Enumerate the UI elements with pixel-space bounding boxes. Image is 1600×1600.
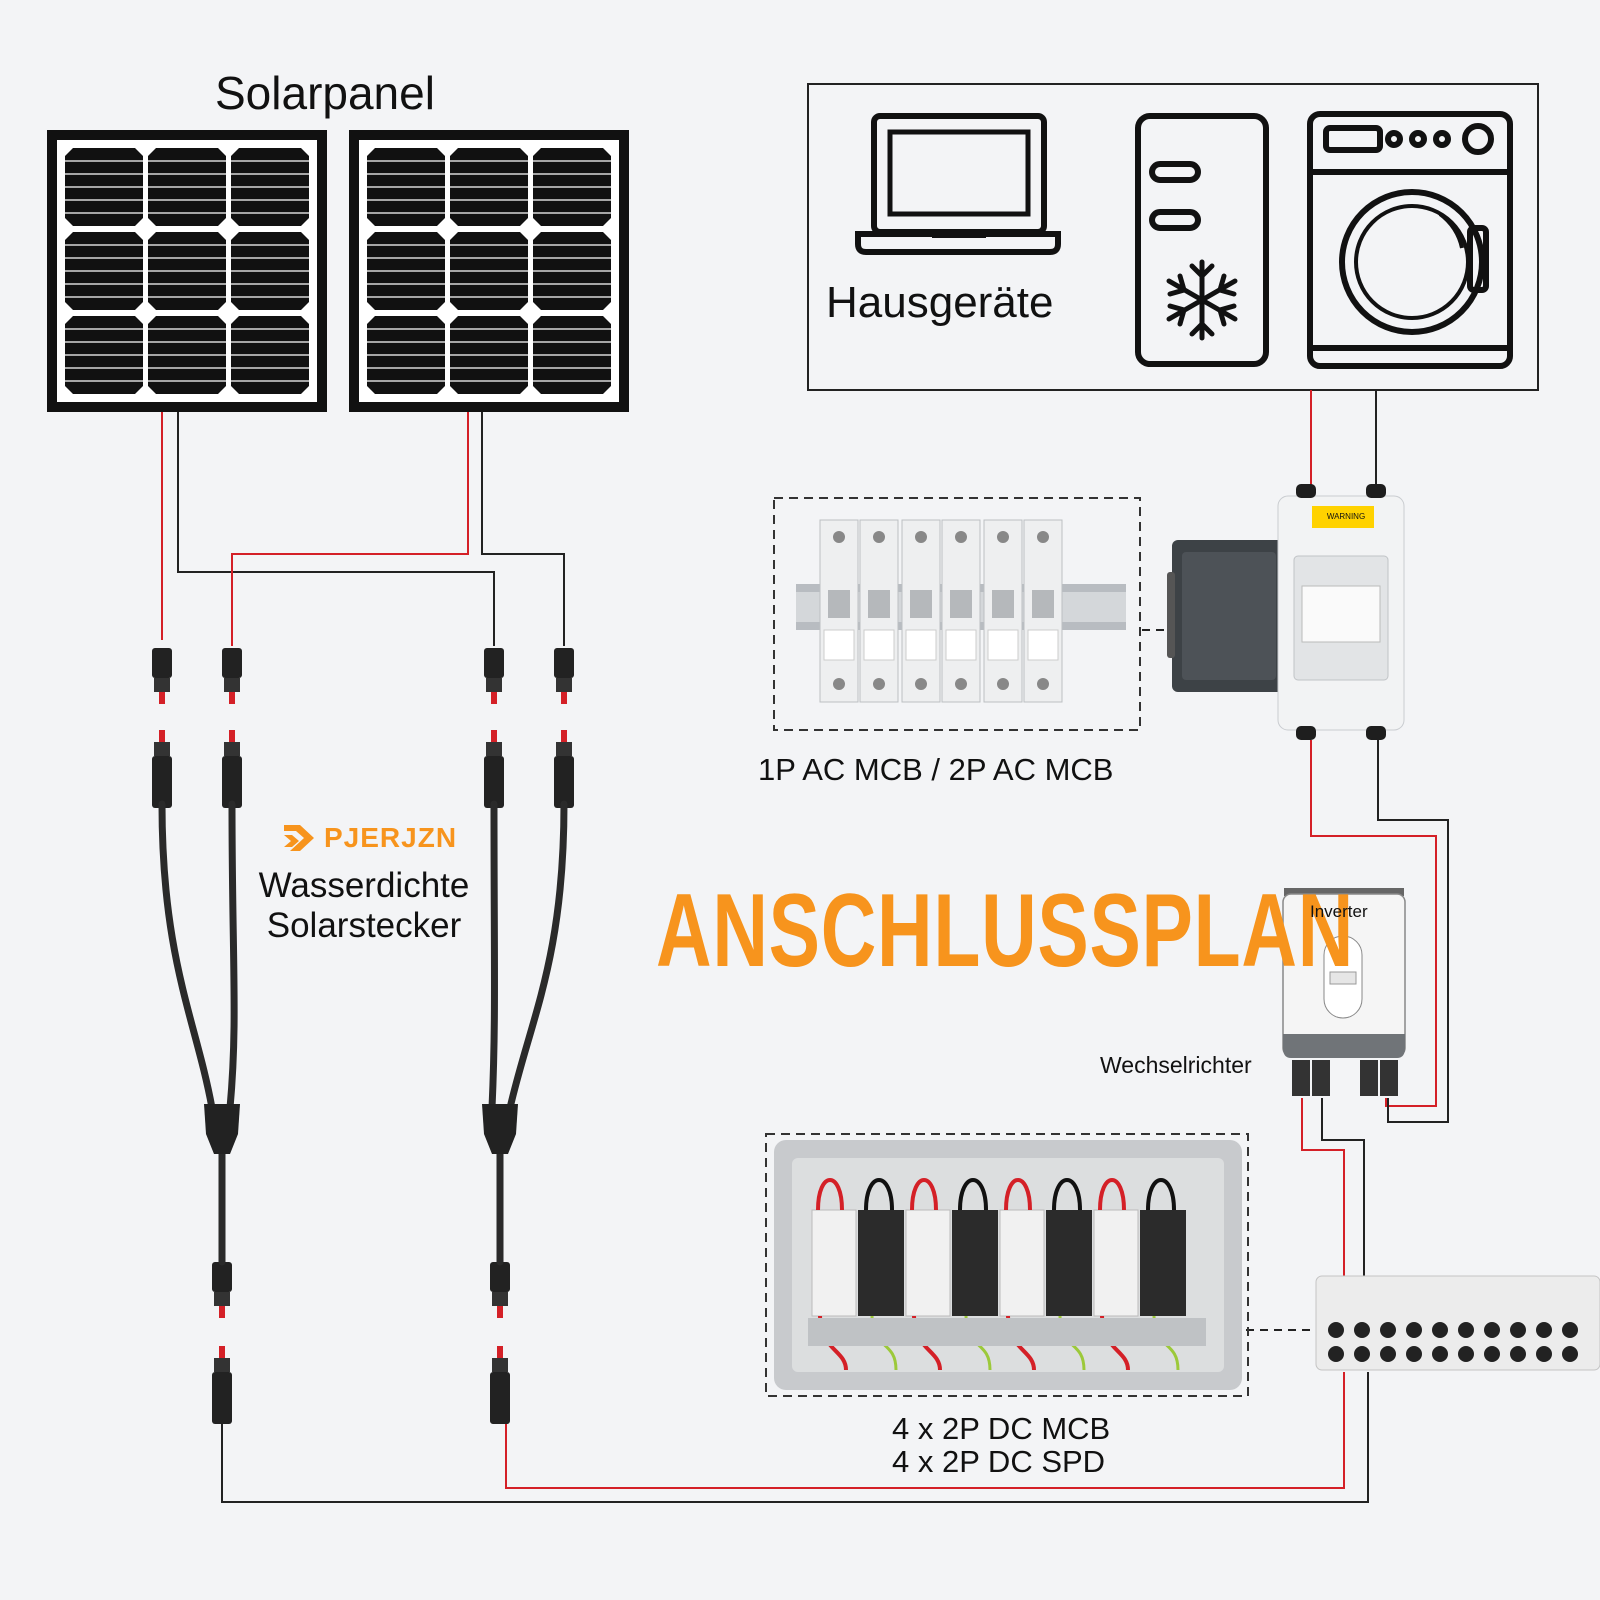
combiner-box-icon <box>774 1140 1242 1390</box>
connector-label-line2: Solarstecker <box>266 906 462 945</box>
solar-panel-icon <box>349 130 629 412</box>
mc4-connector-icon <box>222 648 242 678</box>
mc4-connector-icon <box>554 756 574 808</box>
wires <box>161 390 1449 1503</box>
wire-negative <box>1377 740 1449 1123</box>
laptop-icon <box>855 113 1061 255</box>
dc-spd-label: 4 x 2P DC SPD <box>892 1444 1106 1479</box>
inverter-label: Inverter <box>1310 902 1368 921</box>
mcb-dashed-frame <box>773 497 1141 731</box>
mc4-connector-icon <box>490 1372 510 1424</box>
brand-logo-icon <box>284 825 314 851</box>
wire-negative <box>1321 1098 1365 1340</box>
washing-machine-icon <box>1307 111 1513 369</box>
fridge-icon <box>1135 113 1269 367</box>
ac-enclosure: WARNING <box>1167 484 1405 740</box>
mc4-connector-icon <box>484 756 504 808</box>
mc4-connector-icon <box>212 1262 232 1292</box>
wire-negative <box>481 412 565 646</box>
mc4-connectors <box>152 648 574 1424</box>
combiner-box-external <box>1315 1275 1600 1371</box>
dc-components-label: 4 x 2P DC MCB 4 x 2P DC SPD <box>892 1412 1110 1478</box>
mc4-connector-icon <box>212 1372 232 1424</box>
ac-mcb-label: 1P AC MCB / 2P AC MCB <box>758 752 1114 787</box>
dc-dashed-frame <box>765 1133 1249 1397</box>
connector-label: Wasserdichte Solarstecker <box>238 866 490 946</box>
warning-label: WARNING <box>1327 512 1365 521</box>
wire-positive <box>1301 1098 1345 1340</box>
page-title: ANSCHLUSSPLAN <box>656 873 1355 989</box>
mc4-connector-icon <box>152 648 172 678</box>
connector-label-line1: Wasserdichte <box>258 866 470 905</box>
solar-panel-label: Solarpanel <box>215 67 435 119</box>
appliances-label: Hausgeräte <box>826 278 1054 327</box>
snowflake-icon <box>1166 259 1238 341</box>
mc4-connector-icon <box>152 756 172 808</box>
y-branch-connector-icon <box>158 800 568 1266</box>
wire-negative <box>177 412 495 646</box>
mc4-connector-icon <box>490 1262 510 1292</box>
inverter-icon <box>1282 888 1406 1096</box>
appliances-box <box>807 83 1539 391</box>
ac-breaker-icon <box>819 519 1063 703</box>
wire-positive <box>1310 740 1437 1107</box>
wechselrichter-label: Wechselrichter <box>1100 1052 1252 1078</box>
wire-positive <box>231 412 469 646</box>
mc4-connector-icon <box>222 756 242 808</box>
y-branch-body <box>204 1104 518 1154</box>
brand-name: PJERJZN <box>324 822 458 853</box>
wire-negative <box>221 1372 1369 1503</box>
mc4-connector-icon <box>554 648 574 678</box>
brand-logo: PJERJZN <box>282 822 457 854</box>
dc-mcb-label: 4 x 2P DC MCB <box>892 1411 1111 1446</box>
solar-panel-icon <box>47 130 327 412</box>
mc4-connector-icon <box>484 648 504 678</box>
wire-positive <box>505 1372 1345 1489</box>
